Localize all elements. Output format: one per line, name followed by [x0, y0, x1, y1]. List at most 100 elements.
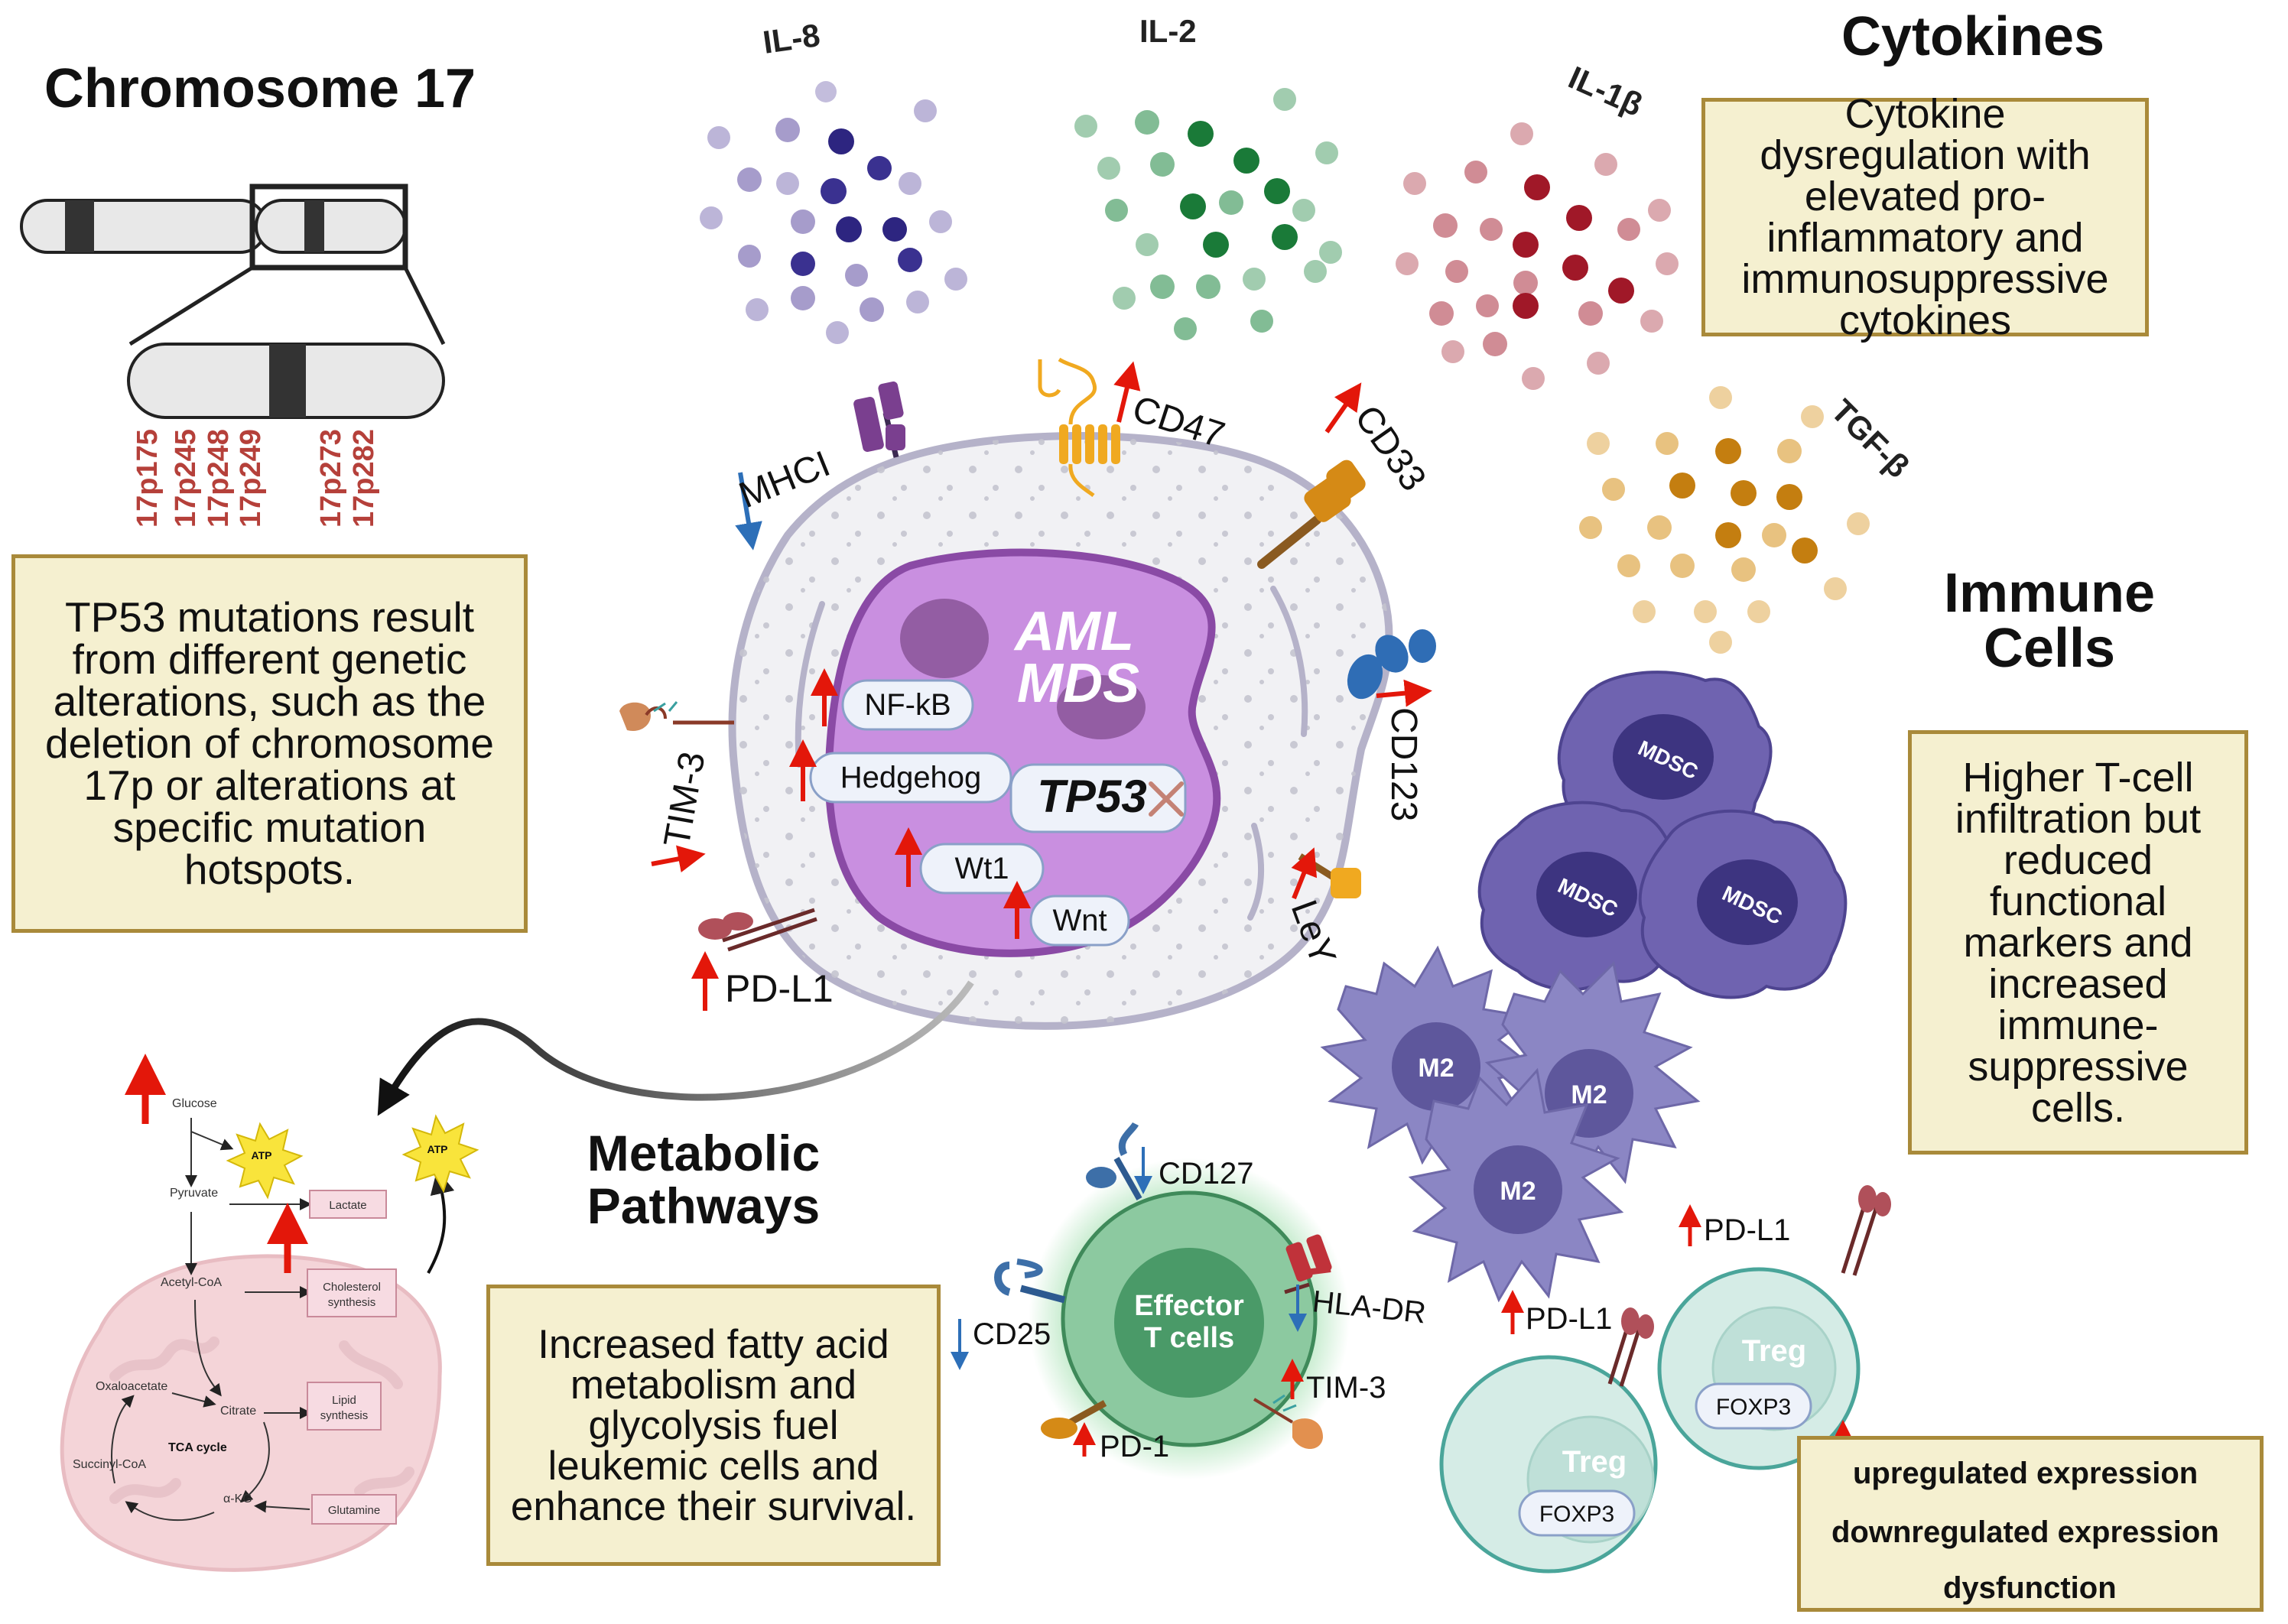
hotspot-label: 17p248 — [203, 429, 235, 528]
metabolism-diagram: Glucose ATP Pyruvate Lactate ATP Acetyl-… — [73, 1054, 479, 1525]
mdsc-cell: MDSC — [1477, 801, 1688, 992]
metabolite-oxaloacetate: Oxaloacetate — [96, 1380, 167, 1393]
mutation-hotspots: 17p175 17p245 17p248 17p249 17p273 17p28… — [132, 429, 380, 528]
cell-title-mds: MDS — [1017, 653, 1139, 714]
cytokine-cloud-tgfb — [1579, 386, 1870, 654]
effector-label-line2: T cells — [1144, 1322, 1234, 1354]
chromosome-ideogram — [20, 184, 446, 419]
treg-label: Treg — [1562, 1445, 1627, 1479]
metabolite-pyruvate: Pyruvate — [170, 1187, 218, 1200]
legend-up-label: upregulated expression — [1853, 1457, 2199, 1490]
foxp3-label: FOXP3 — [1716, 1395, 1791, 1420]
atp-burst-icon — [401, 1114, 479, 1194]
pathway-label: Hedgehog — [840, 761, 982, 794]
hotspot-label: 17p282 — [348, 429, 380, 528]
pathway-label: Wt1 — [954, 852, 1009, 885]
atp-burst-icon — [226, 1122, 304, 1200]
legend-up-row: upregulated expression — [1801, 1446, 2260, 1501]
foxp3-label: FOXP3 — [1539, 1502, 1614, 1527]
effector-label-line1: Effector — [1134, 1290, 1244, 1322]
cholesterol-line1: Cholesterol — [323, 1281, 381, 1294]
immune-cells-heading-line2: Cells — [1983, 618, 2116, 679]
mdsc-cell: MDSC — [1638, 809, 1848, 999]
marker-pdl1: PD-L1 — [691, 908, 834, 1011]
treg-pdl1-label: PD-L1 — [1704, 1213, 1790, 1247]
legend-down-row: downregulated expression — [1801, 1505, 2260, 1560]
m2-label: M2 — [1571, 1080, 1607, 1109]
pathway-nfkb: NF-kB — [811, 668, 974, 731]
metabolic-note: Increased fatty acid metabolism and glyc… — [486, 1285, 941, 1566]
lactate-box — [309, 1190, 387, 1219]
pathway-wnt: Wnt — [1003, 881, 1130, 947]
marker-label-pd1: PD-1 — [1100, 1430, 1169, 1463]
metabolic-heading-line1: Metabolic — [587, 1125, 821, 1181]
pathway-hedgehog: Hedgehog — [789, 739, 1012, 804]
lipid-box — [307, 1382, 382, 1431]
treg-pdl1-label: PD-L1 — [1526, 1302, 1612, 1336]
tp53-box: TP53 — [1009, 763, 1187, 833]
marker-label-tim3: TIM-3 — [657, 749, 713, 850]
mitochondrion — [60, 1254, 442, 1572]
cytokine-label-il8: IL-8 — [761, 17, 822, 60]
metabolite-glutamine: Glutamine — [328, 1504, 380, 1517]
metabolism-link-arrow — [377, 980, 974, 1116]
pathway-label: NF-kB — [864, 688, 951, 722]
tca-cycle-label: TCA cycle — [168, 1441, 227, 1454]
m2-label: M2 — [1500, 1177, 1536, 1206]
cytokine-label-il2: IL-2 — [1139, 13, 1197, 49]
tp53-note: TP53 mutations result from different gen… — [11, 554, 528, 933]
marker-label-cd123: CD123 — [1383, 707, 1424, 821]
cholesterol-box — [307, 1268, 397, 1317]
cytokines-heading: Cytokines — [1841, 6, 2105, 67]
hotspot-label: 17p249 — [235, 429, 267, 528]
chromosome-title: Chromosome 17 — [44, 58, 476, 119]
dysfunction-cross-icon — [1149, 781, 1184, 817]
marker-tim3: TIM-3 — [619, 701, 734, 873]
treg-label: Treg — [1742, 1334, 1806, 1368]
cell-title: AML MDS — [1013, 601, 1139, 714]
tp53-label: TP53 — [1037, 771, 1146, 822]
aml-mds-cell — [728, 432, 1393, 1030]
metabolite-lactate: Lactate — [329, 1199, 366, 1212]
metabolite-glucose: Glucose — [172, 1097, 217, 1110]
cholesterol-line2: synthesis — [328, 1296, 376, 1309]
immune-note: Higher T-cell infiltration but reduced f… — [1908, 730, 2248, 1155]
lipid-line1: Lipid — [332, 1394, 356, 1407]
cytokine-cloud-il1b — [1396, 122, 1679, 390]
cytokine-label-tgfb: TGF-β — [1825, 392, 1917, 485]
marker-label-pdl1: PD-L1 — [725, 967, 834, 1010]
cytokine-cloud-il8 — [700, 81, 967, 344]
legend-dysfunction-row: dysfunction — [1801, 1561, 2260, 1616]
marker-label-cd127: CD127 — [1159, 1157, 1254, 1190]
effector-t-cell: Effector T cells — [1029, 1158, 1350, 1479]
hotspot-label: 17p175 — [132, 429, 164, 528]
atp-label: ATP — [427, 1143, 448, 1155]
legend-dysfunction-label: dysfunction — [1943, 1571, 2117, 1605]
atp-label: ATP — [252, 1149, 272, 1161]
metabolite-acetyl-coa: Acetyl-CoA — [161, 1276, 222, 1289]
legend-down-label: downregulated expression — [1831, 1515, 2219, 1549]
lipid-line2: synthesis — [320, 1409, 369, 1422]
m2-macrophage: M2 — [1408, 1067, 1624, 1303]
metabolite-succinyl-coa: Succinyl-CoA — [73, 1458, 146, 1471]
treg-cell: Treg FOXP3 PD-L1 — [1439, 1290, 1658, 1574]
glutamine-box — [311, 1494, 397, 1525]
marker-label-tim3: TIM-3 — [1306, 1371, 1386, 1405]
marker-label-cd25: CD25 — [973, 1317, 1051, 1351]
metabolite-citrate: Citrate — [220, 1405, 256, 1418]
treg-cell: Treg FOXP3 PD-L1 — [1657, 1185, 1891, 1470]
immune-cells-heading-line1: Immune — [1943, 563, 2156, 624]
hotspot-label: 17p273 — [315, 429, 347, 528]
cell-title-aml: AML — [1013, 601, 1134, 662]
cytokines-note: Cytokine dysregulation with elevated pro… — [1701, 93, 2149, 341]
metabolic-heading-line2: Pathways — [587, 1177, 821, 1234]
cytokine-label-il1b: IL-1β — [1563, 59, 1648, 123]
hotspot-label: 17p245 — [170, 429, 202, 528]
marker-pd1: PD-1 — [1041, 1400, 1169, 1463]
marker-cd123: CD123 — [1347, 629, 1436, 821]
marker-tim3-effector: TIM-3 — [1253, 1359, 1386, 1449]
marker-cd25: CD25 — [951, 1259, 1066, 1370]
pathway-label: Wnt — [1052, 904, 1107, 937]
legend: upregulated expression downregulated exp… — [1797, 1436, 2264, 1612]
